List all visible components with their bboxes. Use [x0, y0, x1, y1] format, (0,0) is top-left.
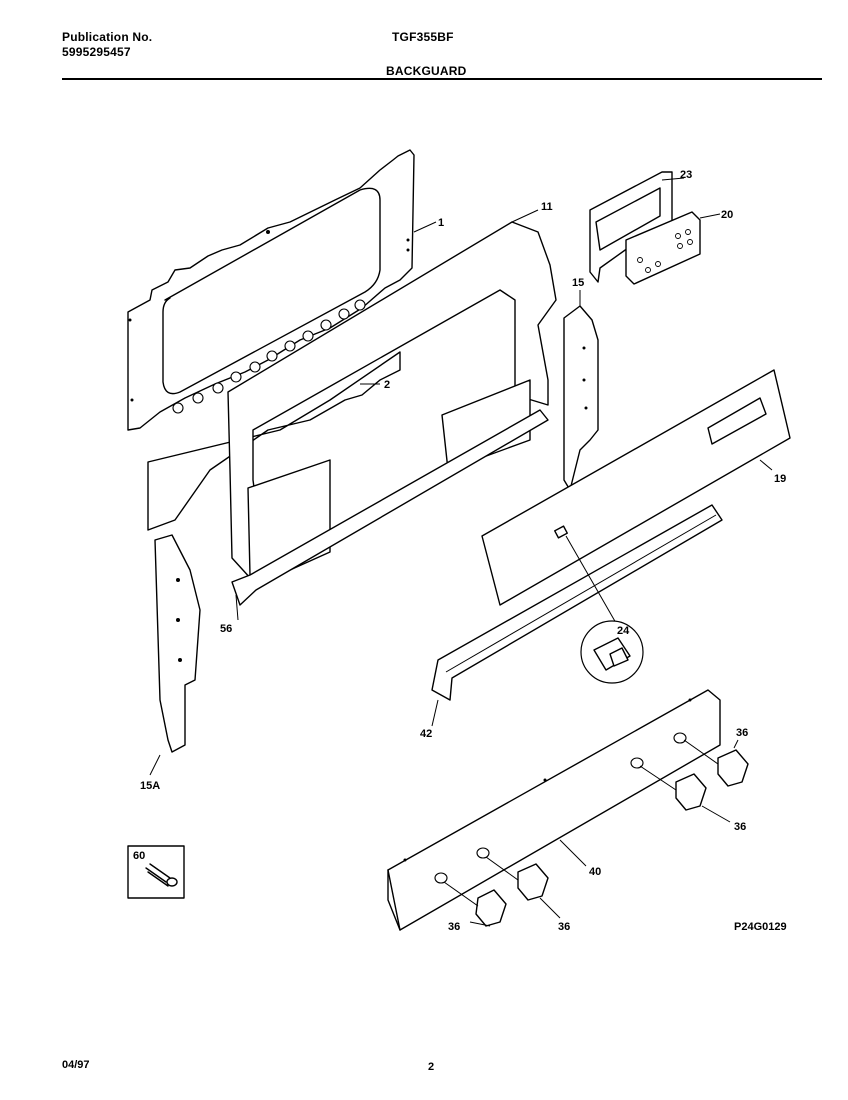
part-15-side-bracket: [563, 290, 599, 491]
callout-15a: 15A: [140, 780, 160, 792]
section-title: BACKGUARD: [386, 64, 467, 78]
part-2-insulation: [147, 351, 401, 531]
knob-upper-center: [639, 765, 731, 823]
callout-24: 24: [617, 625, 630, 637]
callout-36-bottom-left: 36: [448, 921, 460, 933]
part-24-switch: [554, 525, 644, 684]
part-15a-side-bracket: [149, 534, 201, 776]
callout-60: 60: [133, 850, 145, 862]
callout-36-bottom-center: 36: [558, 921, 570, 933]
callout-36-upper-right: 36: [736, 727, 748, 739]
diagram-code: P24G0129: [734, 921, 787, 933]
callout-20: 20: [721, 209, 733, 221]
part-11-backguard-frame: [227, 209, 557, 621]
callout-11: 11: [541, 201, 553, 213]
callout-36-upper-center: 36: [734, 821, 746, 833]
footer-date: 04/97: [62, 1059, 90, 1071]
part-19-control-panel: [481, 369, 791, 606]
part-42-trim-rail: [431, 504, 723, 727]
callout-2: 2: [384, 379, 390, 391]
part-36-knobs: [443, 739, 749, 927]
knob-upper-right: [683, 739, 749, 787]
callout-23: 23: [680, 169, 692, 181]
callout-42: 42: [420, 728, 432, 740]
part-60-screw-inset: [127, 845, 185, 899]
model-number: TGF355BF: [392, 30, 454, 44]
knob-bottom-left: [443, 881, 507, 927]
publication-label: Publication No.: [62, 30, 153, 44]
part-20-clock-module: [625, 211, 721, 285]
knob-bottom-center: [485, 856, 561, 919]
page-number: 2: [428, 1061, 434, 1073]
callout-1: 1: [438, 217, 444, 229]
publication-number: 5995295457: [62, 45, 131, 59]
part-40-control-panel: [387, 689, 721, 931]
callout-56: 56: [220, 623, 232, 635]
part-1-rear-panel: [127, 149, 437, 431]
callout-40: 40: [589, 866, 601, 878]
callout-19: 19: [774, 473, 786, 485]
header-rule: [62, 78, 822, 80]
callout-15: 15: [572, 277, 584, 289]
